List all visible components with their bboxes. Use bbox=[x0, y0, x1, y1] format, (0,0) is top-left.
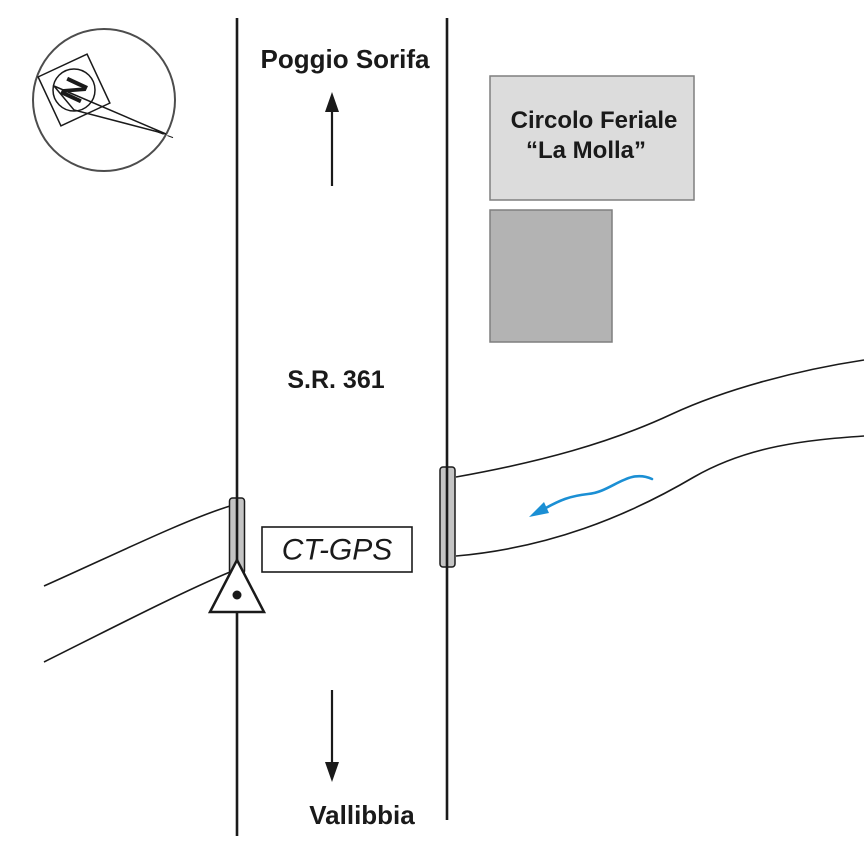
station-triangle-icon bbox=[207, 557, 267, 614]
station-label: CT-GPS bbox=[282, 534, 393, 567]
stream-left-lower-bank bbox=[43, 571, 231, 663]
label-north-destination: Poggio Sorifa bbox=[261, 44, 431, 74]
stream-flow-arrow-shaft bbox=[542, 474, 654, 511]
compass-square bbox=[37, 53, 111, 127]
building-label-line1: Circolo Feriale bbox=[511, 107, 678, 134]
stream-right-lower-bank bbox=[455, 435, 865, 557]
stream-left-upper-bank bbox=[43, 505, 231, 587]
station-dot bbox=[232, 590, 242, 600]
stream-right-upper-bank bbox=[455, 359, 865, 478]
building-label-line2: “La Molla” bbox=[526, 137, 646, 164]
south-arrow-head bbox=[325, 762, 339, 782]
compass-square-frame bbox=[37, 53, 111, 127]
north-arrow-head bbox=[325, 92, 339, 112]
compass-outer-circle bbox=[32, 28, 176, 172]
compass-needle bbox=[53, 85, 167, 135]
stream-flow-arrow-head bbox=[529, 502, 549, 517]
station-label-box bbox=[261, 526, 413, 573]
label-south-destination: Vallibbia bbox=[309, 800, 415, 830]
building-secondary bbox=[489, 209, 613, 343]
label-road: S.R. 361 bbox=[287, 366, 384, 394]
south-direction-arrow bbox=[325, 690, 339, 782]
compass-rose-icon: N bbox=[32, 28, 176, 172]
building-circolo-feriale bbox=[489, 75, 695, 201]
compass-inner-circle bbox=[52, 68, 96, 112]
north-direction-arrow bbox=[325, 92, 339, 186]
